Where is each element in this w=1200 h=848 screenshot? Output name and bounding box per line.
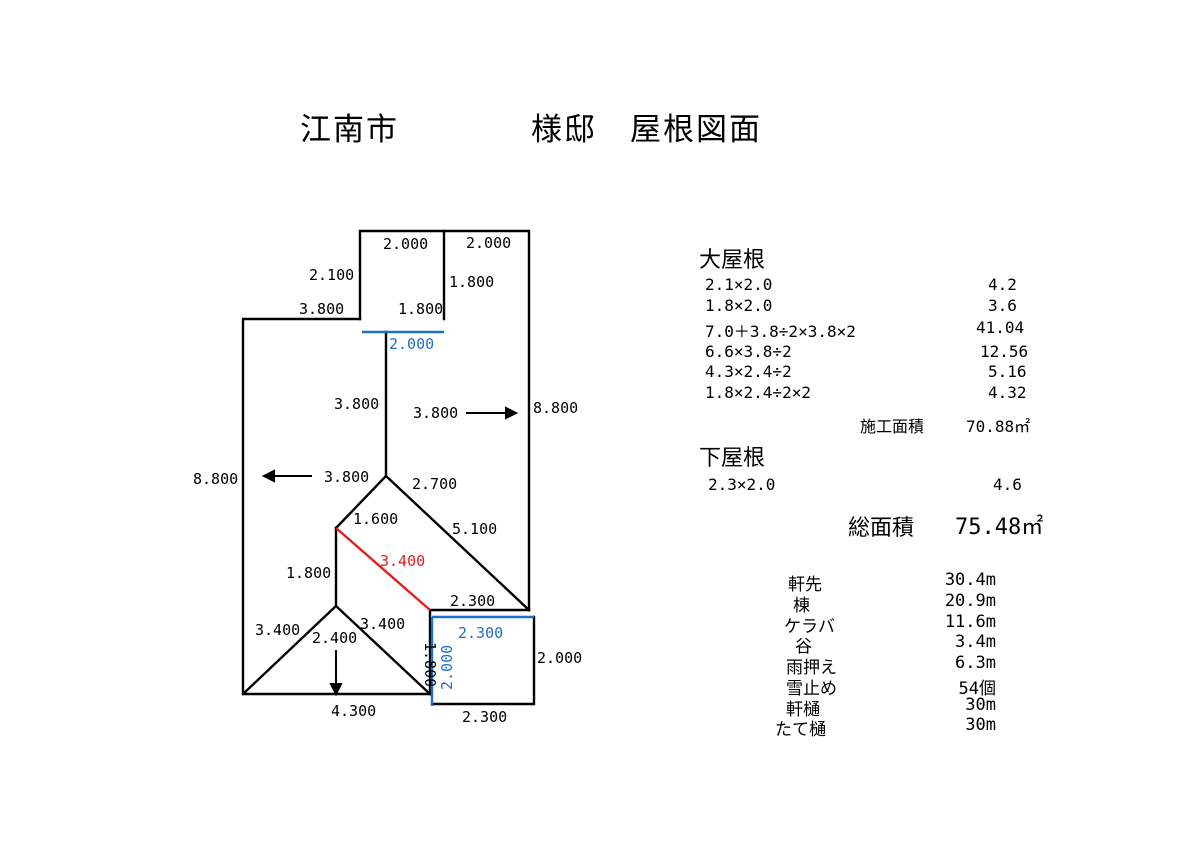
material-name: 軒樋 [786,700,820,720]
dim-label: 2.000 [537,649,582,667]
dim-label: 3.800 [413,404,458,422]
dim-label: 3.800 [299,300,344,318]
material-qty: 54個 [958,679,996,699]
dim-label: 1.800 [421,642,439,687]
arrow-down-icon [329,683,343,697]
material-name: 軒先 [788,575,822,595]
material-qty: 6.3m [955,653,996,673]
hip-line-left [334,474,388,530]
material-name: 雨押え [786,658,837,678]
material-qty: 20.9m [944,591,996,611]
material-qty: 3.4m [955,632,996,652]
gable-right [334,604,432,696]
lower-roof-heading: 下屋根 [699,446,766,471]
calc-value: 41.04 [976,318,1025,337]
arrows [261,406,519,697]
lower-roof-blue [362,330,534,706]
roof-outline [241,229,536,706]
dimension-labels: 2.000 2.000 2.100 1.800 3.800 1.800 2.00… [193,234,582,726]
dim-label: 3.800 [324,468,369,486]
calc-value: 4.2 [988,275,1017,294]
hip-line-right [384,474,531,612]
dim-label: 3.800 [334,395,379,413]
calc-formula: 1.8×2.0 [705,296,773,315]
material-qty: 11.6m [944,612,996,632]
dim-label: 1.800 [398,300,443,318]
dim-label: 3.400 [380,552,425,570]
upper-right-strip [442,229,531,612]
subtotal-label: 施工面積 [860,417,925,436]
dim-label: 2.000 [466,234,511,252]
calc-value: 4.6 [993,475,1022,494]
calc-value: 3.6 [988,296,1017,315]
dim-label: 2.400 [312,629,357,647]
calc-value: 12.56 [980,342,1029,361]
calc-formula: 4.3×2.4÷2 [705,362,792,381]
gable-left [241,604,338,696]
dim-label: 1.800 [286,564,331,582]
dim-label: 1.600 [353,510,398,528]
total-label: 総面積 [848,516,915,541]
dim-label: 2.100 [309,266,354,284]
calc-formula: 1.8×2.4÷2×2 [705,383,811,402]
dim-label: 5.100 [452,520,497,538]
material-name: ケラバ [784,617,835,637]
material-qty: 30m [965,695,996,715]
dim-label: 2.300 [462,708,507,726]
dim-label: 3.400 [255,621,300,639]
material-qty: 30.4m [944,570,996,590]
calc-formula: 6.6×3.8÷2 [705,342,792,361]
dim-label: 2.000 [389,335,434,353]
material-name: たて樋 [775,720,826,740]
lower-roof-outline [430,615,536,706]
upper-left-block [358,229,446,321]
subtotal-value: 70.88㎡ [966,417,1031,436]
page-title: 江南市 様邸 屋根図面 [300,112,762,148]
arrow-left-icon [261,469,275,483]
dim-label: 1.800 [449,273,494,291]
calc-formula: 2.3×2.0 [708,475,776,494]
material-name: 谷 [795,637,812,657]
arrow-right-icon [505,406,519,420]
main-roof-heading: 大屋根 [699,248,766,273]
material-name: 棟 [793,596,810,616]
calc-value: 4.32 [988,383,1027,402]
dim-label: 2.300 [450,592,495,610]
total-value: 75.48㎡ [955,515,1044,540]
dim-label: 8.800 [193,470,238,488]
dim-label: 2.300 [458,624,503,642]
material-qty: 30m [965,715,996,735]
valley-line [335,527,431,611]
dim-label: 2.000 [438,645,456,690]
dim-label: 8.800 [533,399,578,417]
material-name: 雪止め [786,679,837,699]
calc-formula: 7.0＋3.8÷2×3.8×2 [705,322,856,341]
dim-label: 3.400 [360,615,405,633]
calc-value: 5.16 [988,362,1027,381]
calc-formula: 2.1×2.0 [705,275,773,294]
dim-label: 2.700 [412,475,457,493]
dim-label: 4.300 [331,702,376,720]
dim-label: 2.000 [383,235,428,253]
